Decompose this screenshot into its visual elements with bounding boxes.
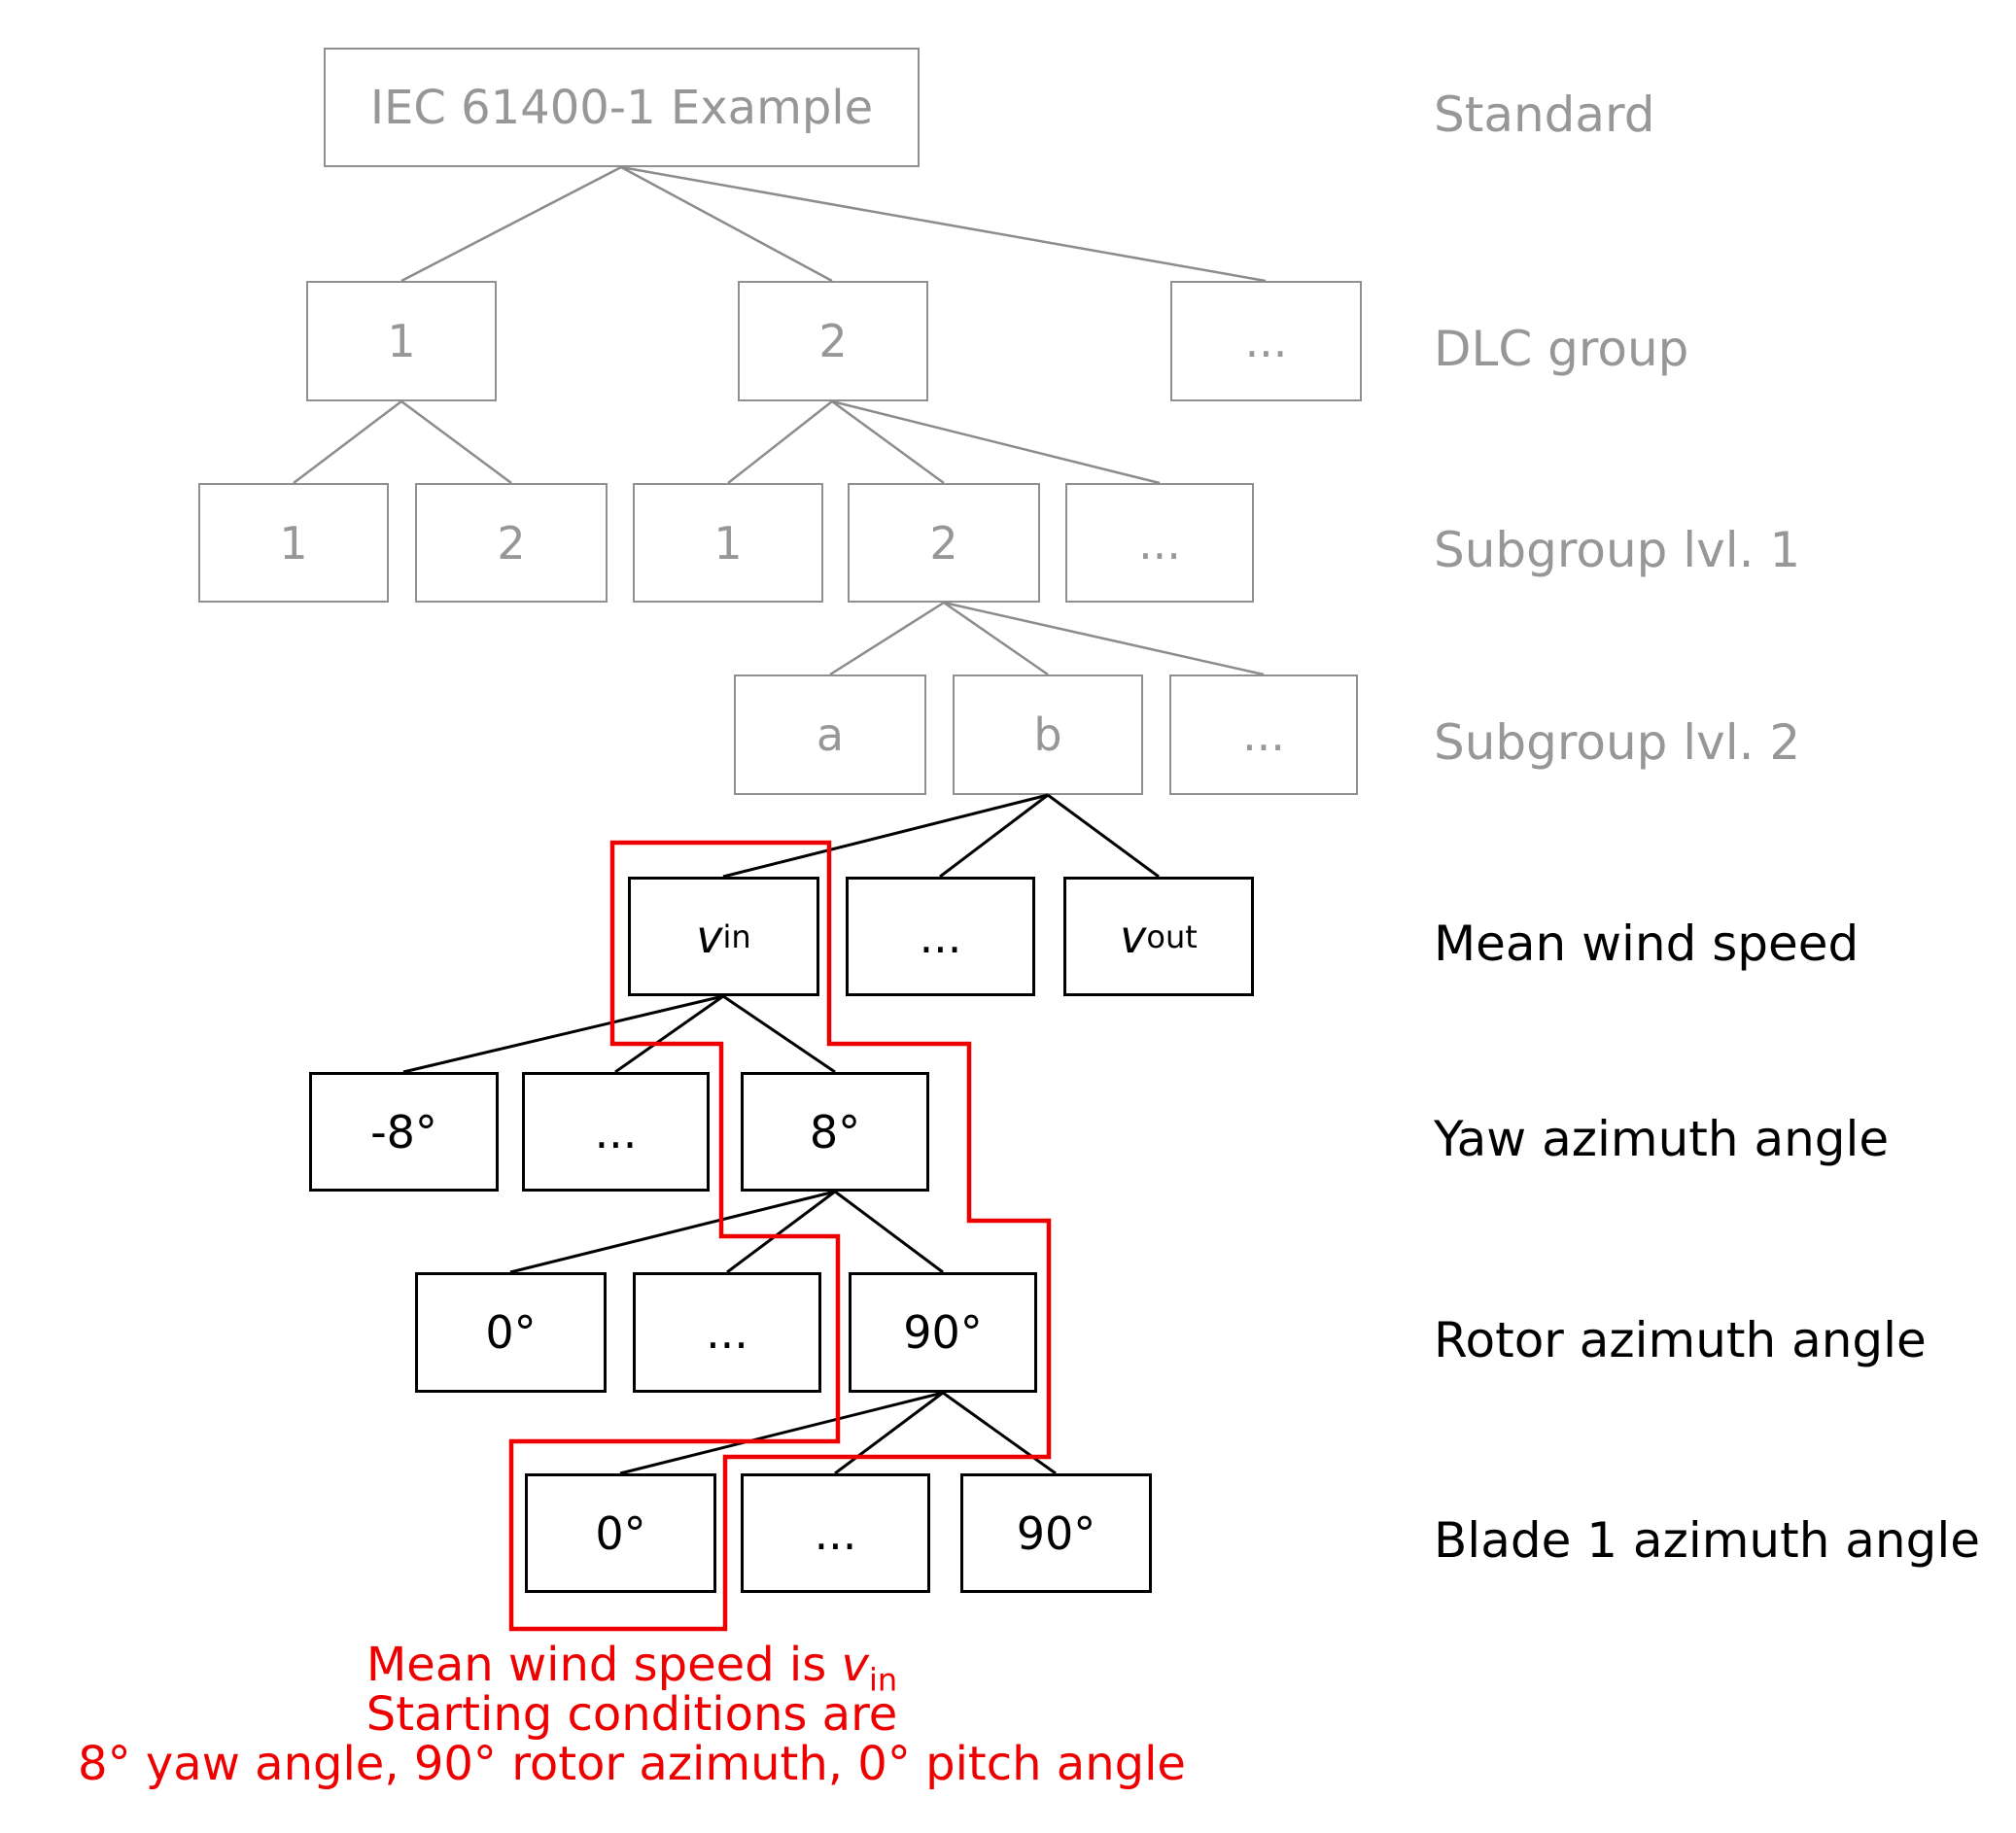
node-dlc-1: 1 [306,281,497,401]
node-blade-90: 90° [960,1473,1152,1593]
node-dlc-2: 2 [738,281,928,401]
node-sub2-a: a [734,674,926,795]
node-standard: IEC 61400-1 Example [324,48,920,167]
annotation-block: Mean wind speed is vin Starting conditio… [0,1641,1264,1789]
row-label-yaw-azimuth: Yaw azimuth angle [1434,1111,1890,1167]
node-standard-label: IEC 61400-1 Example [369,80,874,135]
row-label-subgroup-2: Subgroup lvl. 2 [1434,714,1801,771]
row-label-subgroup-1: Subgroup lvl. 1 [1434,522,1801,578]
row-label-mean-wind-speed: Mean wind speed [1434,916,1860,972]
node-rotor-0: 0° [415,1272,607,1393]
node-sub1-3: 1 [633,483,823,603]
node-sub1-more: ... [1065,483,1254,603]
node-sub2-b: b [953,674,1143,795]
node-rotor-90: 90° [849,1272,1037,1393]
node-blade-0: 0° [525,1473,716,1593]
annotation-line-1: Mean wind speed is vin [365,1638,898,1699]
row-label-rotor-azimuth: Rotor azimuth angle [1434,1312,1927,1368]
node-yaw-neg8: -8° [309,1072,499,1192]
node-blade-more: ... [741,1473,930,1593]
node-sub1-4: 2 [848,483,1040,603]
node-yaw-more: ... [522,1072,710,1192]
annotation-line-3: 8° yaw angle, 90° rotor azimuth, 0° pitc… [78,1737,1186,1791]
node-sub2-more: ... [1169,674,1358,795]
row-label-standard: Standard [1434,86,1655,143]
node-rotor-more: ... [633,1272,821,1393]
node-dlc-more: ... [1170,281,1362,401]
node-sub1-1: 1 [198,483,389,603]
row-label-blade-azimuth: Blade 1 azimuth angle [1434,1512,1981,1569]
row-label-dlc-group: DLC group [1434,321,1689,377]
node-sub1-2: 2 [415,483,608,603]
node-yaw-8: 8° [741,1072,929,1192]
node-wind-more: ... [846,877,1035,996]
annotation-line-2: Starting conditions are [365,1687,898,1742]
